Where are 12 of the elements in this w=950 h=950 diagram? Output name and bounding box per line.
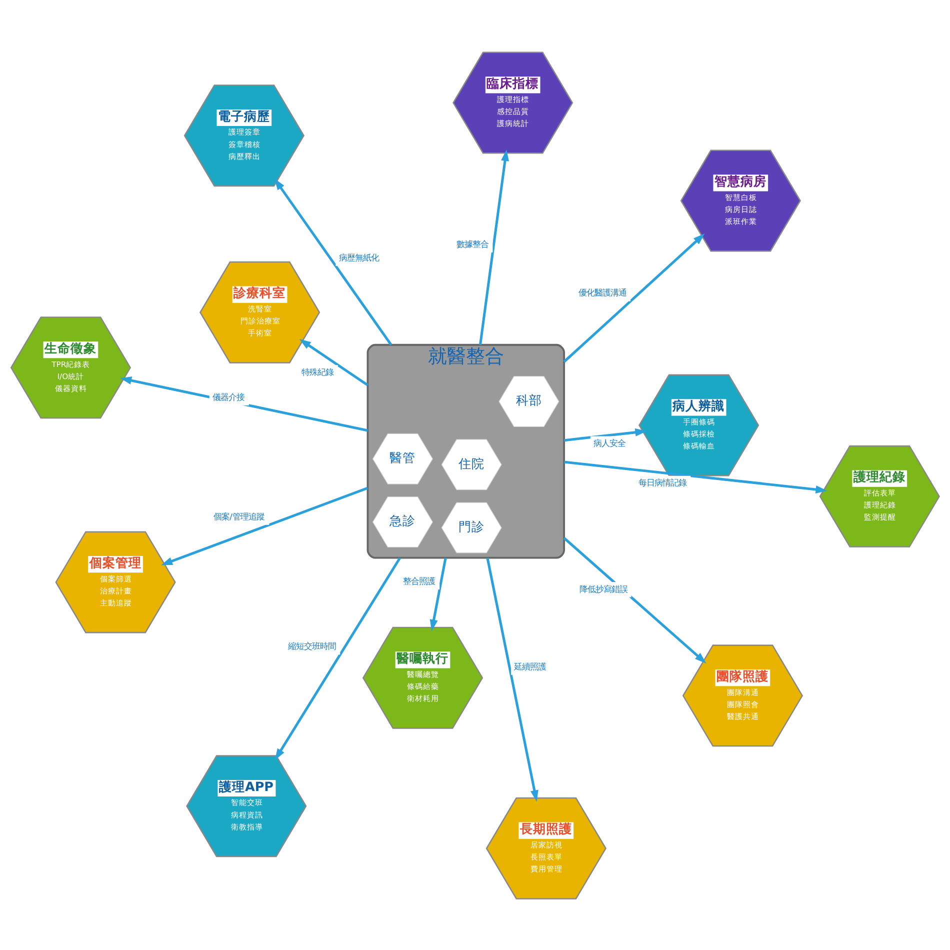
edge-label: 優化醫護溝通	[578, 287, 627, 298]
edge-label: 數據整合	[456, 238, 488, 248]
edge-label: 儀器介接	[212, 391, 245, 402]
edge-label: 個案/管理追蹤	[214, 510, 264, 521]
edge-label: 延續照護	[514, 660, 546, 671]
edge-label: 每日病情記錄	[638, 477, 687, 488]
edge-label: 病人安全	[594, 438, 626, 448]
edge-label: 特殊紀錄	[301, 366, 334, 376]
edge-label: 整合照護	[403, 575, 436, 586]
edge-label: 降低抄寫錯誤	[579, 583, 628, 594]
edge-label: 縮短交班時間	[288, 640, 336, 651]
edge-label: 病歷無紙化	[338, 252, 379, 262]
